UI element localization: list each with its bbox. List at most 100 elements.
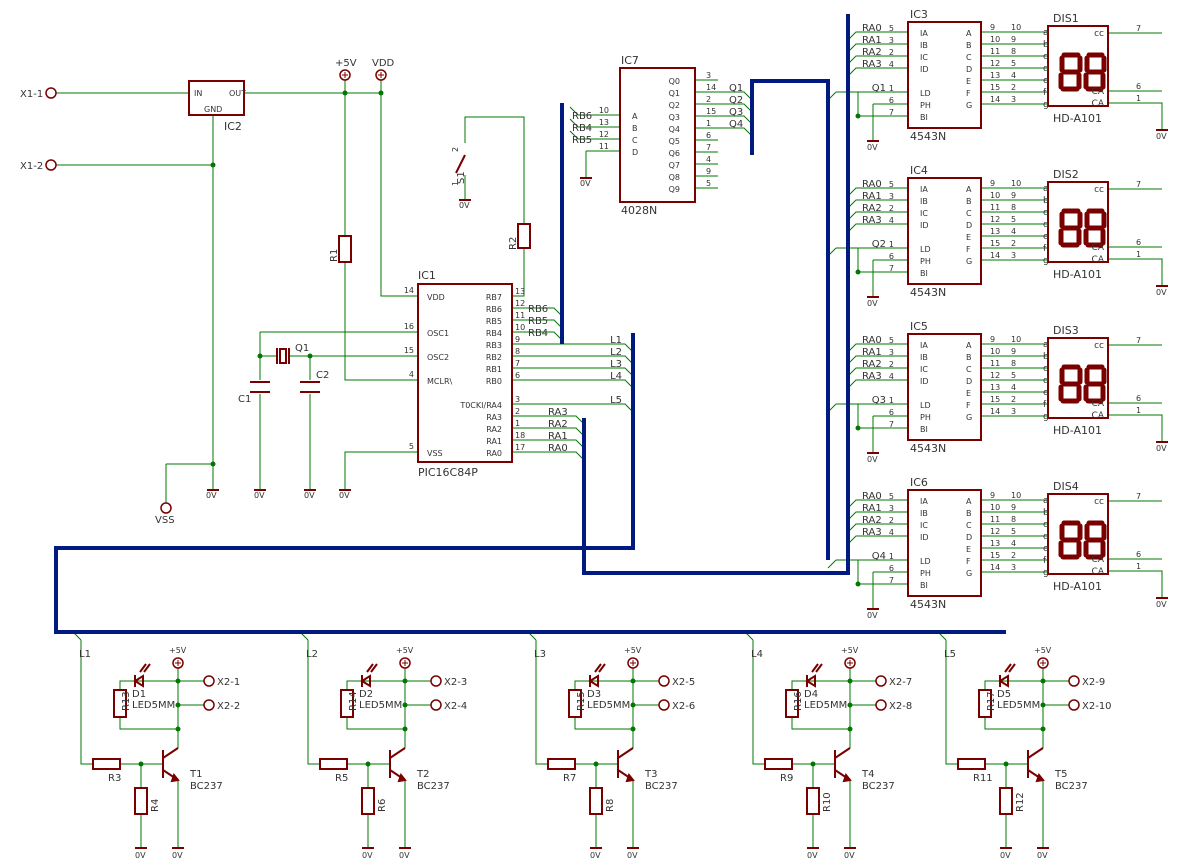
wire-7 xyxy=(380,80,400,297)
display-3-seg-3: d xyxy=(1043,532,1049,542)
driver-4-t-label: T5 xyxy=(1054,769,1067,780)
ic-decoder-1-in-label-3: ID xyxy=(920,221,929,230)
ic1-rpin-label-1: RB6 xyxy=(486,305,502,314)
label-c2: C2 xyxy=(316,370,329,381)
wire-23 xyxy=(464,116,525,224)
wire-166 xyxy=(574,717,633,730)
display-1-seg-1: b xyxy=(1043,196,1049,206)
ic-decoder-3-out-num-6: 14 xyxy=(990,563,1000,572)
driver-3-gnd-a-label: 0V xyxy=(807,851,818,860)
ic-decoder-2-out-num-3: 12 xyxy=(990,371,1000,380)
ic-decoder-1-out-label-5: F xyxy=(966,245,971,254)
ic-decoder-0-out-label-3: D xyxy=(966,65,972,74)
ic7-rpin-num-5: 6 xyxy=(706,131,711,140)
driver-2-led-ray-b xyxy=(598,663,606,673)
wire-121 xyxy=(827,559,837,569)
ic-decoder-3-in-num-1: 3 xyxy=(889,504,894,513)
display-0-seg-0: a xyxy=(1043,28,1049,38)
ic-decoder-1-in-label-0: IA xyxy=(920,185,928,194)
ic-decoder-2-disp-num-6: 3 xyxy=(1011,407,1016,416)
display-3-ca2: CA xyxy=(1092,567,1105,577)
label-0v-display-0: 0V xyxy=(1156,132,1167,141)
wire-148 xyxy=(307,640,320,765)
ic-decoder-1-name: IC4 xyxy=(910,164,928,177)
display-3-seg-5: f xyxy=(1043,556,1047,566)
wire-44 xyxy=(718,91,753,101)
display-2-seg-1: b xyxy=(1043,352,1049,362)
ic-decoder-2-in-num-2: 2 xyxy=(889,360,894,369)
driver-1-rpull xyxy=(361,787,375,815)
display-2-seg-3: d xyxy=(1043,376,1049,386)
driver-1-con-a xyxy=(430,675,442,687)
display-2-cc: cc xyxy=(1094,341,1104,351)
ic-decoder-0-disp-num-3: 5 xyxy=(1011,59,1016,68)
label-plus5v: +5V xyxy=(335,58,357,69)
ic-decoder-3-in-label-0: IA xyxy=(920,497,928,506)
driver-1-led-ray-b xyxy=(370,663,378,673)
label-0v-c2: 0V xyxy=(304,491,315,500)
ic-decoder-2-disp-num-4: 4 xyxy=(1011,383,1016,392)
display-1-body xyxy=(1047,181,1109,263)
driver-1-rpull-label: R6 xyxy=(377,799,388,812)
driver-2-rbase xyxy=(547,758,576,770)
driver-1-led-ray-a xyxy=(366,663,374,673)
display-2-seg-4: e xyxy=(1043,388,1049,398)
ic-decoder-1-out-label-3: D xyxy=(966,221,972,230)
ic7-body xyxy=(619,67,696,203)
junction-dot xyxy=(847,678,853,684)
ic1-pin-num-0: 14 xyxy=(404,286,414,295)
driver-3-led-ray-b xyxy=(815,663,823,673)
wires xyxy=(56,31,1163,848)
display-0-seg-4: e xyxy=(1043,76,1049,86)
display-0-digit-b xyxy=(1083,52,1107,92)
ic-decoder-0-out-num-3: 12 xyxy=(990,59,1000,68)
ic1-rpin-label-2: RB5 xyxy=(486,317,502,326)
ic-decoder-1-ld-num: 1 xyxy=(889,240,894,249)
display-2-pin6: 6 xyxy=(1136,394,1141,403)
ic1-rpin-num-7: 6 xyxy=(515,371,520,380)
ic-decoder-3-in-label-3: ID xyxy=(920,533,929,542)
junction-dot xyxy=(1040,726,1046,732)
ic-decoder-1-in-label-1: IB xyxy=(920,197,928,206)
wire-56 xyxy=(847,31,908,41)
driver-3-t-label: T4 xyxy=(861,769,874,780)
ic-decoder-3-in-label-2: IC xyxy=(920,521,928,530)
junctions xyxy=(138,90,1046,767)
s1-pin-1: 1 xyxy=(451,181,460,186)
driver-4-con-b-label: X2-10 xyxy=(1082,701,1112,712)
ic7-rpin-num-0: 3 xyxy=(706,71,711,80)
q1-crystal xyxy=(279,348,287,364)
ic-decoder-1-bi-num: 7 xyxy=(889,264,894,273)
junction-dot xyxy=(810,761,816,767)
ic7-rpin-label-8: Q8 xyxy=(669,173,680,182)
ic-decoder-2-name: IC5 xyxy=(910,320,928,333)
ic-decoder-3-out-label-1: B xyxy=(966,509,972,518)
label-0v-decoder-1: 0V xyxy=(867,299,878,308)
ic1-pin-num-4: 5 xyxy=(409,442,414,451)
driver-0-t-label: T1 xyxy=(189,769,202,780)
ic7-rpin-num-9: 5 xyxy=(706,179,711,188)
wire-79 xyxy=(847,223,908,233)
display-0-name: DIS1 xyxy=(1053,12,1079,25)
wire-143 xyxy=(119,680,178,690)
driver-4-led xyxy=(998,674,1009,688)
wire-26 xyxy=(512,319,563,329)
ic-decoder-1-out-num-2: 11 xyxy=(990,203,1000,212)
ic2-pin-gnd: GND xyxy=(204,105,222,114)
driver-4-led-label: D5 xyxy=(997,689,1011,700)
wire-98 xyxy=(847,367,908,377)
ic-decoder-1-in-num-1: 3 xyxy=(889,192,894,201)
driver-2-gnd-b-label: 0V xyxy=(627,851,638,860)
ic-decoder-2-in-label-0: IA xyxy=(920,341,928,350)
ic1-rpin-num-1: 12 xyxy=(515,299,525,308)
ic-decoder-0-in-label-3: ID xyxy=(920,65,929,74)
ic-decoder-0-in-net-2: RA2 xyxy=(862,47,882,58)
ic-decoder-3-type: 4543N xyxy=(910,598,946,611)
ic-decoder-0-in-net-0: RA0 xyxy=(862,23,882,34)
driver-2-rpull-label: R8 xyxy=(605,799,616,812)
wire-165 xyxy=(574,680,633,690)
display-2-pin7: 7 xyxy=(1136,336,1141,345)
ic1-pin-num-1: 16 xyxy=(404,322,414,331)
